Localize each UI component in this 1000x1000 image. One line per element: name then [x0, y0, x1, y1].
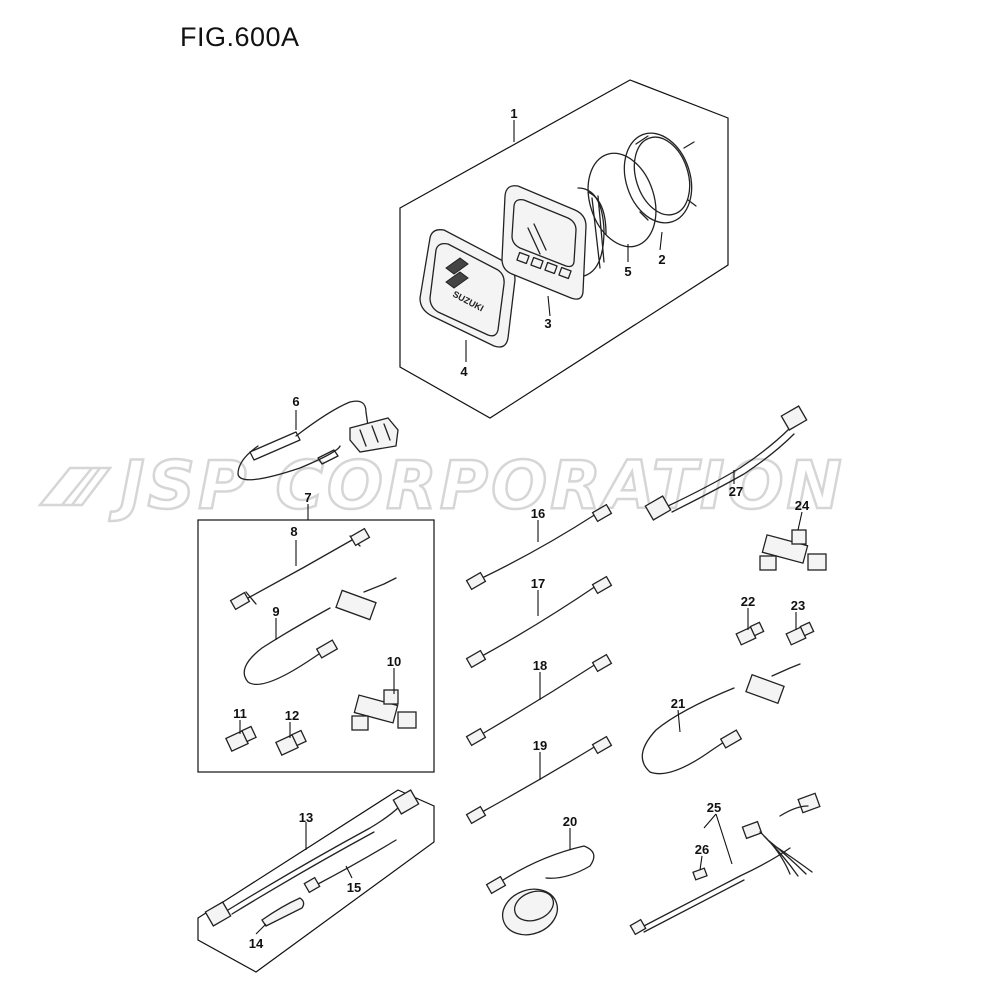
callout-11: 11 [233, 706, 247, 721]
part-16-cable [465, 503, 613, 591]
part-5-o-ring [587, 152, 657, 248]
callout-16: 16 [531, 506, 545, 521]
part-25-wiring-harness [629, 792, 821, 936]
callout-24: 24 [795, 498, 810, 513]
callout-13: 13 [299, 810, 313, 825]
callout-9: 9 [272, 604, 279, 619]
callout-10: 10 [387, 654, 401, 669]
callout-27: 27 [729, 484, 743, 499]
callout-5: 5 [624, 264, 631, 279]
gauge-kit-box [399, 79, 729, 419]
callout-17: 17 [531, 576, 545, 591]
part-22-terminator [735, 621, 765, 646]
callout-4: 4 [460, 364, 468, 379]
callout-21: 21 [671, 696, 685, 711]
part-24-t-connector [759, 529, 827, 571]
part-6-sensor-cable [237, 400, 399, 481]
callout-1: 1 [510, 106, 517, 121]
part-20-round-sensor [485, 845, 595, 936]
callout-15: 15 [347, 880, 361, 895]
callout-labels: 1 2 3 4 5 6 7 8 9 10 11 12 13 14 15 16 1… [233, 106, 810, 951]
watermark-logo: JSP CORPORATION [37, 446, 845, 525]
part-9-cable [243, 577, 397, 686]
callout-14: 14 [249, 936, 264, 951]
part-10-t-connector [351, 689, 417, 731]
callout-7: 7 [304, 490, 311, 505]
watermark-text: JSP CORPORATION [109, 447, 845, 524]
callout-22: 22 [741, 594, 755, 609]
part-21-cable [641, 663, 801, 775]
part-14-fuse-holder [261, 897, 305, 927]
callout-26: 26 [695, 842, 709, 857]
callout-8: 8 [290, 524, 297, 539]
callout-20: 20 [563, 814, 577, 829]
part-26-fuse [692, 867, 708, 881]
part-3-gauge [501, 185, 607, 300]
part-2-nut [623, 132, 697, 224]
part-13-cable [204, 789, 420, 927]
callout-2: 2 [658, 252, 665, 267]
callout-3: 3 [544, 316, 551, 331]
callout-18: 18 [533, 658, 547, 673]
kit-7-box [197, 519, 435, 773]
callout-12: 12 [285, 708, 299, 723]
part-27-harness [644, 405, 808, 521]
part-4-bezel: SUZUKI [419, 229, 516, 348]
part-11-terminator [225, 725, 257, 753]
part-17-cable [465, 575, 613, 669]
callout-6: 6 [292, 394, 299, 409]
suzuki-logo-icon [445, 257, 469, 289]
part-12-terminator [275, 729, 307, 757]
leader-lines [239, 120, 803, 935]
kit-13-box [197, 789, 435, 973]
callout-23: 23 [791, 598, 805, 613]
callout-25: 25 [707, 800, 721, 815]
part-23-terminator [785, 621, 815, 646]
part-8-cable [229, 527, 371, 611]
part-15-cable-tie [303, 839, 397, 894]
figure-title: FIG.600A [180, 22, 300, 52]
callout-19: 19 [533, 738, 547, 753]
